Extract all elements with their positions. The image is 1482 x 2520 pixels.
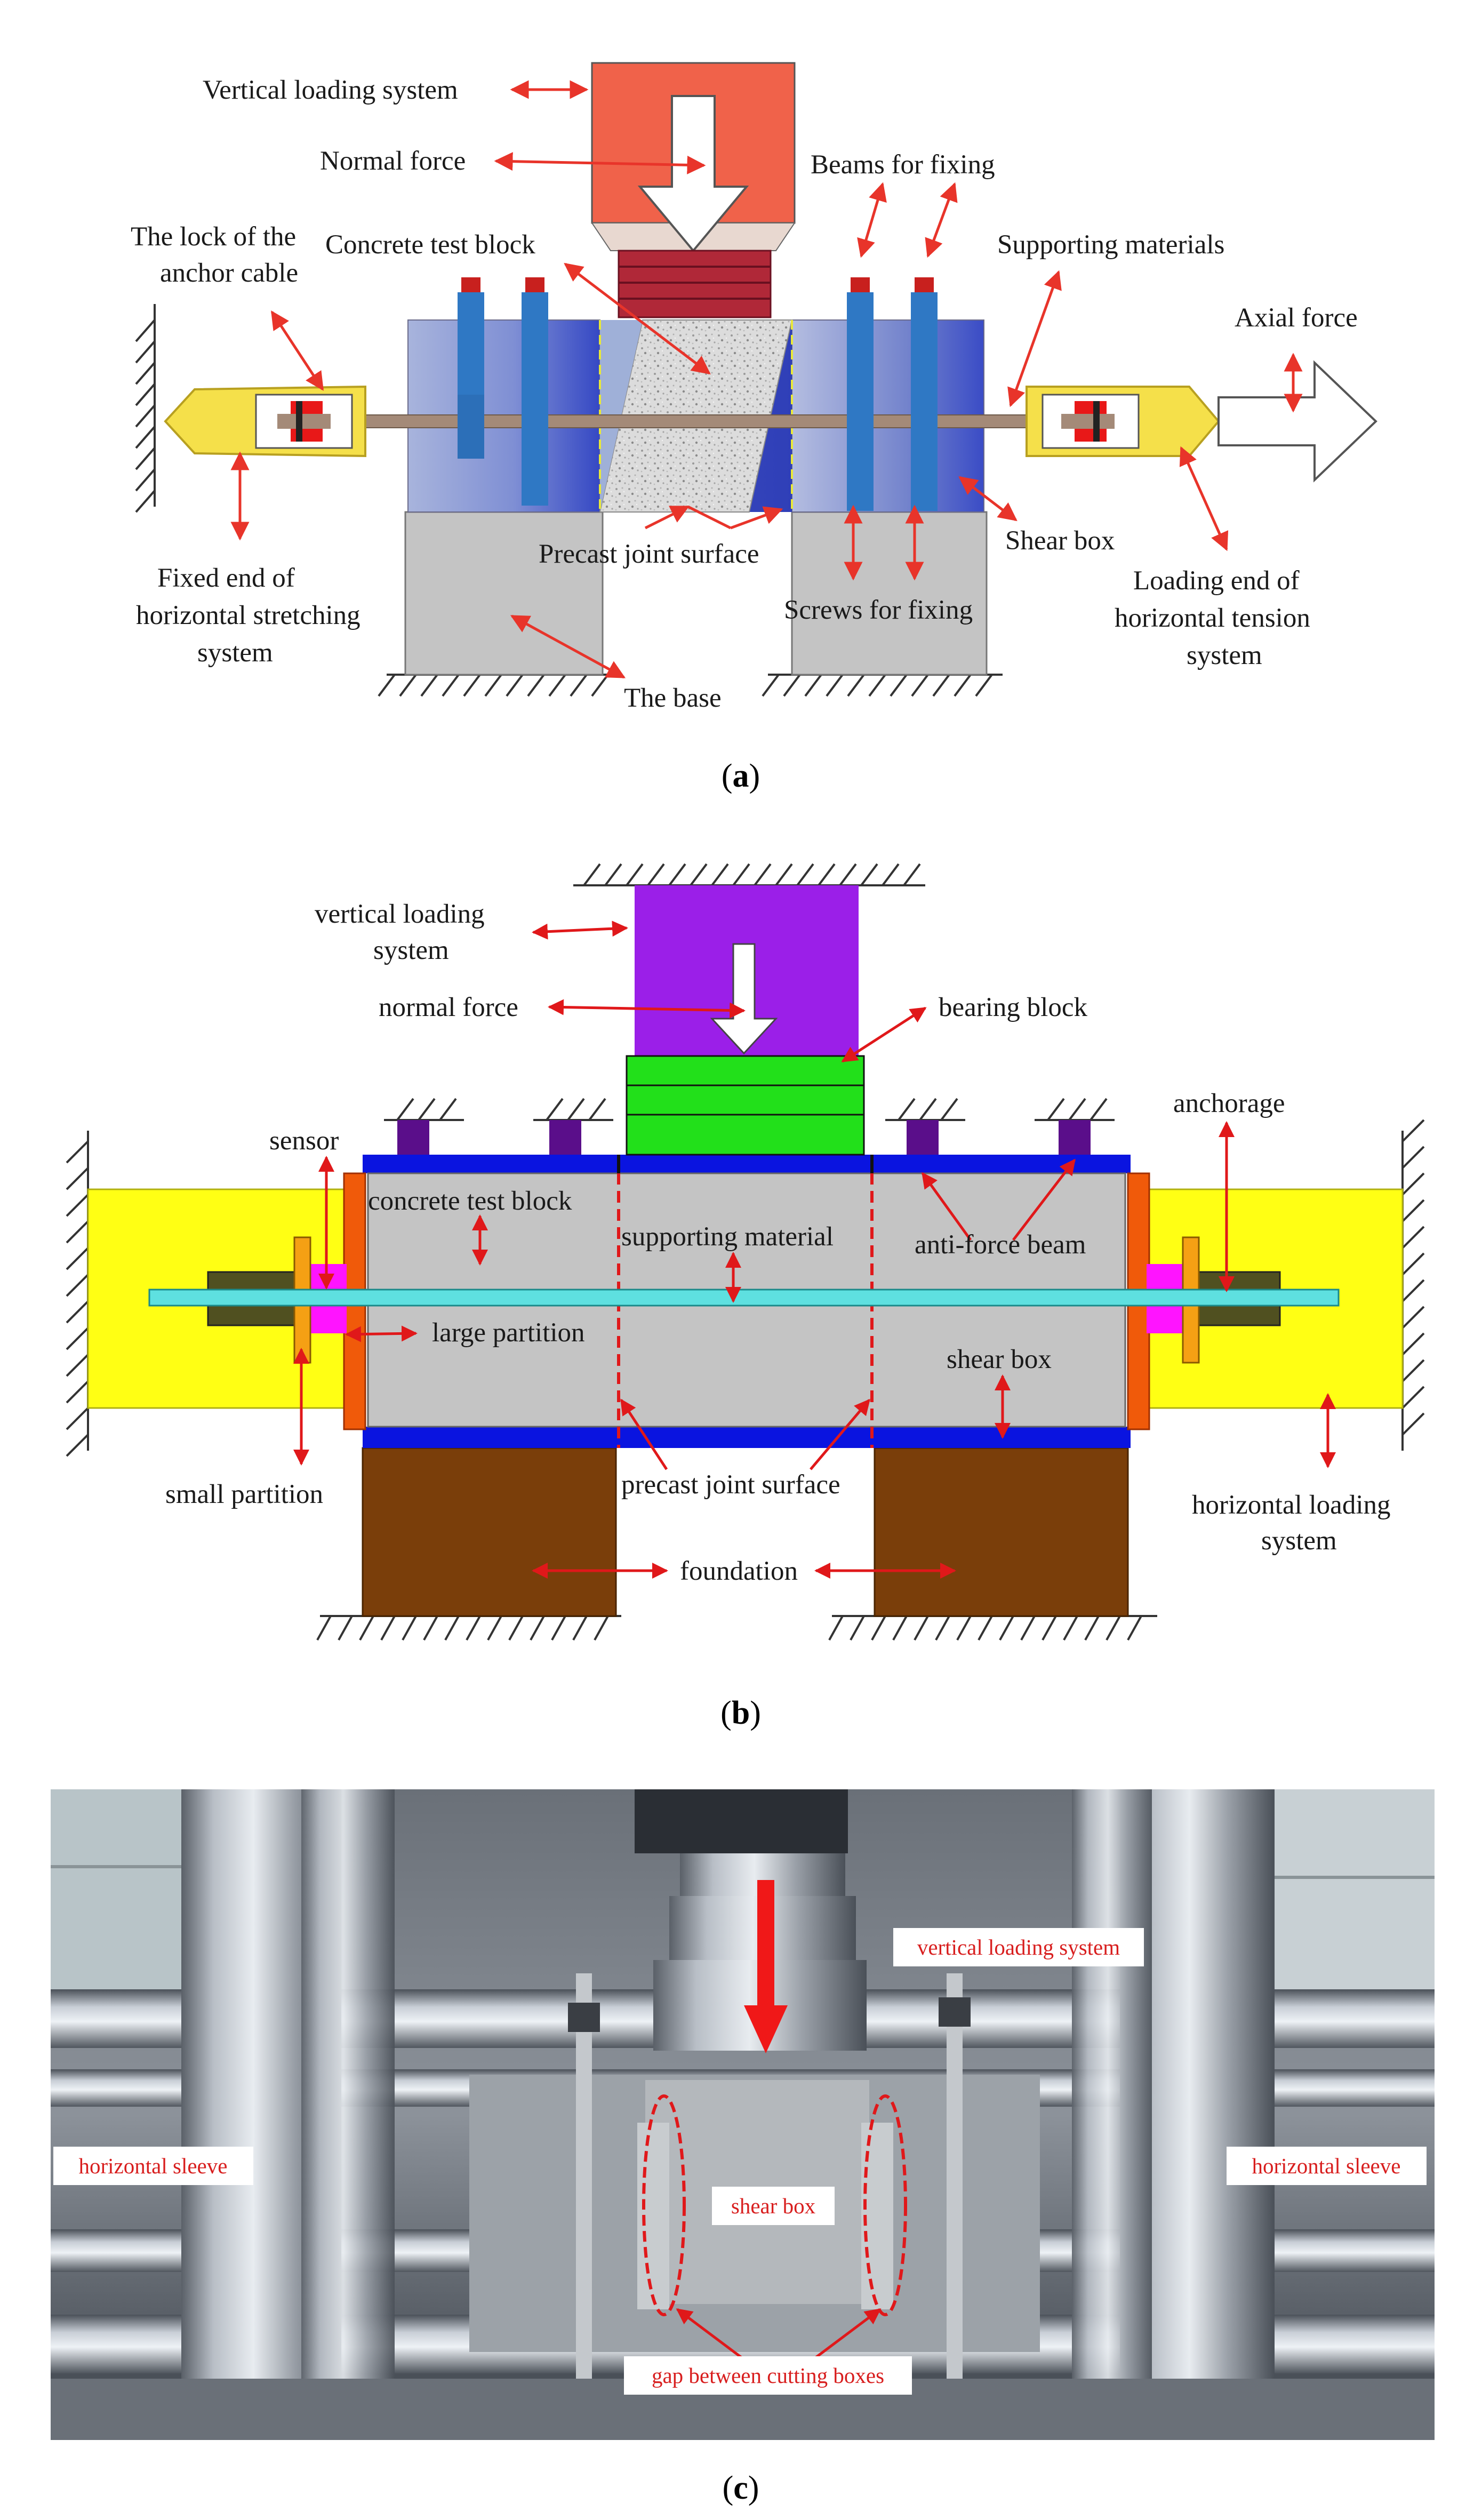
label-a-fixed-end-2: horizontal stretching (136, 601, 361, 630)
label-b-small-partition: small partition (165, 1479, 323, 1509)
bearing-block (626, 1055, 865, 1156)
label-b-supporting-material: supporting material (621, 1222, 834, 1252)
label-a-lock-anchor-cable-2: anchor cable (160, 258, 298, 288)
ground-hatch-left-wall (135, 304, 156, 513)
label-b-horizontal-loading-1: horizontal loading (1192, 1490, 1391, 1520)
label-a-vertical-loading-system: Vertical loading system (203, 75, 458, 105)
label-b-bearing-block: bearing block (939, 993, 1087, 1022)
panel-b: vertical loading system normal force bea… (66, 863, 1425, 1731)
anchor-cable-rod (277, 414, 1120, 428)
vertical-load-arrow-head (744, 2005, 788, 2053)
label-c-horizontal-sleeve-right: horizontal sleeve (1252, 2154, 1401, 2178)
label-a-supporting-materials: Supporting materials (997, 230, 1224, 260)
label-box-shear-box (712, 2187, 835, 2225)
label-box-sleeve-left (53, 2147, 253, 2185)
label-c-vertical-loading-system: vertical loading system (917, 1935, 1120, 1959)
label-a-normal-force: Normal force (320, 146, 466, 176)
ground-hatch-base-left (378, 674, 619, 697)
label-a-loading-end-2: horizontal tension (1115, 603, 1310, 633)
label-box-sleeve-right (1227, 2147, 1427, 2185)
arrows-panel-c (676, 2308, 882, 2358)
label-a-lock-anchor-cable-1: The lock of the (131, 222, 296, 252)
label-a-shear-box: Shear box (1005, 526, 1115, 556)
anti-force-beam-3 (907, 1120, 939, 1155)
top-plate (363, 1155, 1131, 1173)
panel-a: Vertical loading system Normal force Bea… (131, 62, 1377, 794)
label-c-shear-box: shear box (731, 2194, 815, 2218)
loading-plates (618, 250, 772, 318)
label-a-beams-for-fixing: Beams for fixing (811, 150, 995, 180)
fixed-end-anchor (164, 385, 366, 458)
ground-hatch-base-right (762, 674, 1003, 697)
label-b-vertical-loading-2: system (373, 935, 449, 965)
label-b-sensor: sensor (269, 1126, 339, 1156)
normal-force-arrow-b (710, 943, 778, 1055)
label-a-fixed-end-3: system (197, 638, 273, 668)
label-a-the-base: The base (624, 683, 722, 713)
label-c-horizontal-sleeve-left: horizontal sleeve (79, 2154, 228, 2178)
label-a-loading-end-1: Loading end of (1133, 566, 1300, 596)
label-box-gap (624, 2356, 912, 2395)
hatch-left-b (66, 1131, 89, 1457)
hatch-bottom-b (316, 1615, 1157, 1641)
cyan-rod (148, 1289, 1340, 1307)
gap-ellipse-right (863, 2094, 907, 2316)
label-b-concrete-test-block: concrete test block (368, 1186, 572, 1216)
label-b-anchorage: anchorage (1173, 1089, 1285, 1118)
loading-end-anchor (1026, 386, 1220, 457)
label-b-large-partition: large partition (432, 1318, 585, 1348)
caption-c: (c) (723, 2470, 759, 2506)
vertical-load-arrow-shaft (757, 1880, 774, 2008)
foundation-left (362, 1447, 617, 1617)
foundation-right (874, 1447, 1129, 1617)
base-right (791, 511, 988, 676)
label-b-anti-force-beam: anti-force beam (915, 1230, 1086, 1260)
panel-c-photo: vertical loading system horizontal sleev… (51, 1789, 1435, 2506)
label-b-shear-box: shear box (947, 1345, 1052, 1374)
arrows-panel-b (293, 921, 1336, 1579)
caption-b: (b) (720, 1695, 761, 1731)
screws-right (847, 277, 938, 511)
label-a-precast-joint-surface: Precast joint surface (539, 539, 759, 569)
label-b-vertical-loading-1: vertical loading (315, 899, 485, 929)
label-b-precast-joint-surface: precast joint surface (621, 1470, 840, 1500)
anti-force-beam-4 (1059, 1120, 1091, 1155)
label-a-loading-end-3: system (1187, 641, 1262, 670)
label-a-concrete-test-block: Concrete test block (325, 230, 535, 260)
anti-force-beam-2 (549, 1120, 581, 1155)
label-a-fixed-end-1: Fixed end of (157, 563, 295, 593)
axial-force-arrow (1217, 360, 1377, 483)
screws-left (458, 277, 548, 506)
bottom-plate (363, 1427, 1131, 1448)
label-b-normal-force: normal force (379, 993, 518, 1022)
label-box-vertical-loading (893, 1928, 1144, 1966)
hatch-top-b (573, 863, 925, 886)
hatch-right-b (1401, 1119, 1425, 1451)
caption-a: (a) (722, 758, 760, 794)
gap-ellipse-left (642, 2094, 686, 2316)
label-a-axial-force: Axial force (1235, 303, 1358, 333)
arrows-panel-a (230, 80, 1303, 679)
label-b-foundation: foundation (680, 1556, 798, 1586)
anti-force-beam-1 (397, 1120, 429, 1155)
label-a-screws-for-fixing: Screws for fixing (784, 595, 973, 625)
label-b-horizontal-loading-2: system (1261, 1526, 1337, 1556)
label-c-gap-between-cutting-boxes: gap between cutting boxes (652, 2363, 884, 2388)
